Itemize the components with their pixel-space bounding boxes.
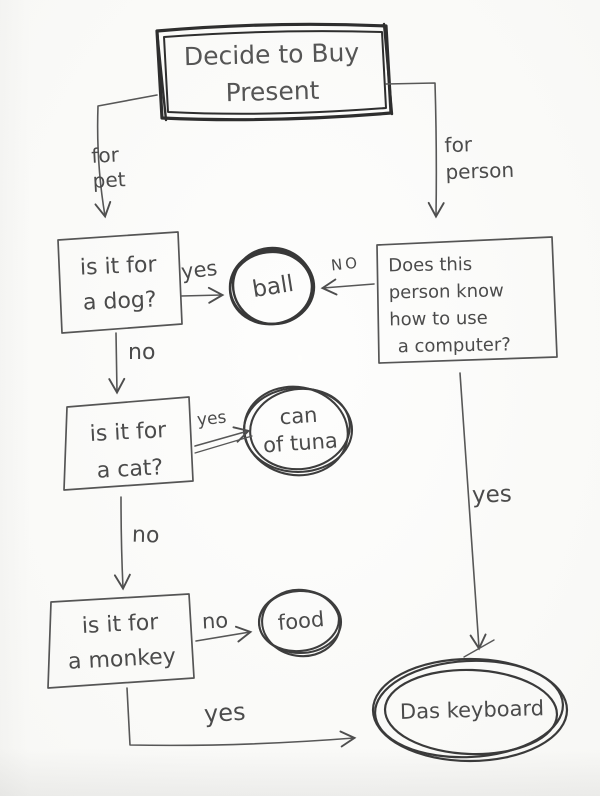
start-node-box — [155, 22, 394, 122]
edge-label-dog-no: no — [128, 340, 156, 365]
edge-label-monkey-no: no — [201, 608, 229, 634]
start-line-1: Decide to Buy — [183, 37, 360, 72]
tuna-node-label: can of tuna — [262, 402, 339, 458]
edge-computer-no-to-ball — [320, 278, 375, 296]
start-node-label: Decide to Buy Present — [162, 33, 382, 113]
edge-label-monkey-yes: yes — [203, 697, 247, 729]
edge-dog-no-to-cat — [108, 332, 126, 395]
monkey-node-box — [47, 593, 195, 689]
food-node-circle — [257, 588, 343, 658]
dog-node-label: is it for a dog? — [79, 252, 158, 316]
edge-label-cat-yes: yes — [196, 407, 228, 431]
computer-node-box — [376, 236, 558, 364]
keyboard-node-ellipse — [371, 657, 569, 763]
edge-computer-yes-to-keyboard — [459, 372, 487, 651]
edge-label-for-person: for person — [444, 132, 515, 185]
edge-monkey-yes-to-keyboard — [126, 687, 357, 748]
edge-label-computer-no: NO — [330, 253, 361, 275]
edge-computer-yes-arrowhead-overdraw — [463, 639, 495, 658]
edge-label-computer-yes: yes — [471, 481, 513, 509]
cat-node-label: is it for a cat? — [89, 418, 167, 484]
start-line-2: Present — [225, 75, 320, 108]
edge-label-dog-yes: yes — [179, 255, 219, 285]
cat-node-box — [63, 396, 194, 491]
monkey-node-label: is it for a monkey — [67, 610, 177, 675]
edge-cat-yes-overdraw — [194, 435, 253, 454]
edge-start-to-computer — [385, 82, 445, 219]
keyboard-node-label: Das keyboard — [399, 696, 545, 724]
edge-cat-yes-to-tuna — [194, 426, 251, 447]
edge-label-cat-no: no — [131, 522, 160, 549]
edge-cat-no-to-monkey — [113, 496, 131, 591]
ball-node-circle — [228, 246, 316, 326]
computer-node-label: Does this person know how to use a compu… — [388, 253, 512, 358]
edge-start-to-dog — [94, 94, 158, 219]
edge-label-for-pet: for pet — [90, 142, 127, 193]
edge-monkey-no-to-food — [195, 625, 253, 643]
edge-dog-yes-to-ball — [180, 286, 225, 304]
dog-node-box — [57, 231, 183, 334]
